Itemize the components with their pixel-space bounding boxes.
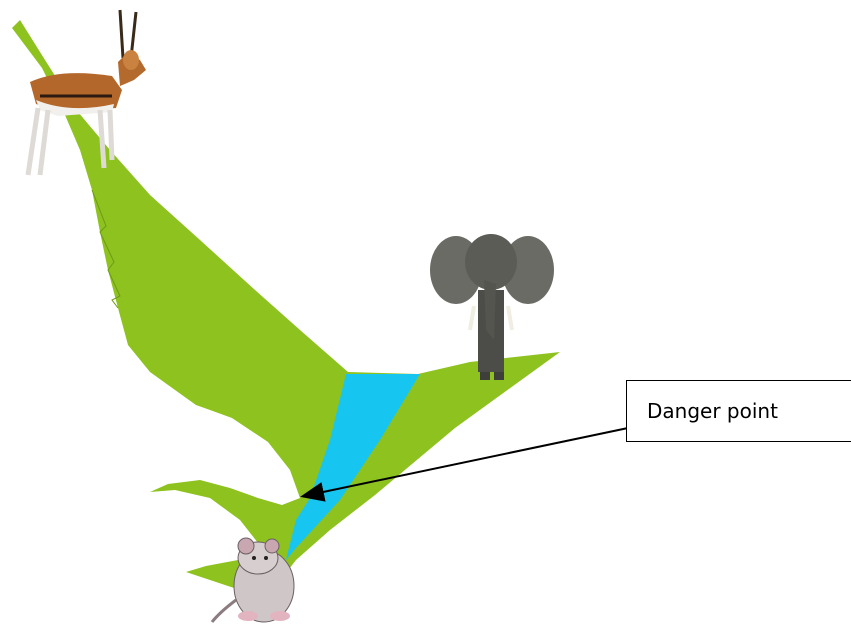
- danger-point-label: Danger point: [647, 399, 778, 423]
- danger-point-callout: Danger point: [626, 380, 851, 442]
